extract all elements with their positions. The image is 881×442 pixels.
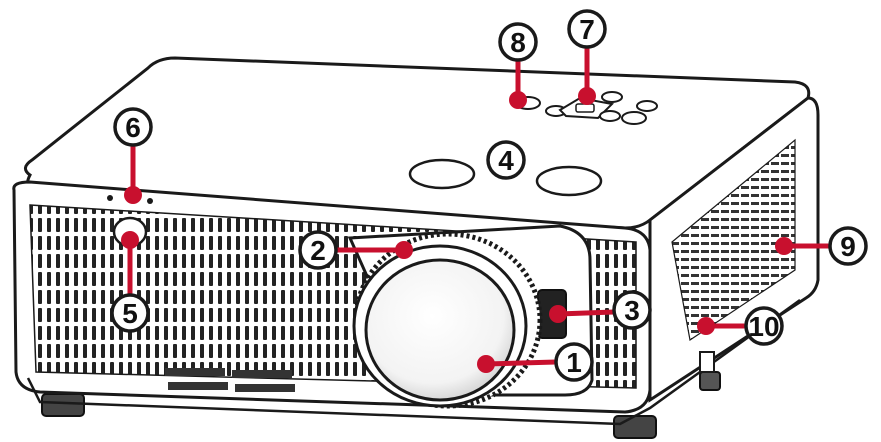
callout-number-10: 10	[748, 311, 779, 342]
lens-glass	[364, 258, 516, 402]
panel-button	[599, 110, 621, 122]
callout-leader-3	[555, 309, 617, 317]
callout-dot-2	[395, 241, 413, 259]
panel-button	[601, 91, 623, 103]
panel-button	[621, 111, 647, 125]
side-grille	[671, 138, 796, 342]
callout-dot-8	[509, 91, 527, 109]
control-panel	[515, 91, 658, 125]
callout-number-9: 9	[840, 231, 856, 262]
callout-3: 3	[549, 290, 652, 330]
callout-dot-7	[578, 87, 596, 105]
foot-right	[613, 415, 657, 439]
callout-circle-6	[113, 107, 153, 147]
panel-button	[636, 100, 658, 112]
top-speaker-right	[535, 165, 603, 197]
callout-5: 5	[110, 231, 150, 333]
side-connector	[699, 351, 715, 373]
foot-left	[41, 393, 85, 417]
foot-back-right	[699, 371, 721, 391]
callout-circle-3	[612, 290, 652, 330]
callout-circle-4	[486, 140, 526, 180]
callout-number-3: 3	[624, 295, 640, 326]
callout-circle-1	[554, 342, 594, 382]
callout-1: 1	[477, 342, 594, 382]
top-speaker-left	[408, 158, 476, 190]
callout-circle-5	[110, 293, 150, 333]
callout-dot-5	[121, 231, 139, 249]
callout-7: 7	[567, 9, 607, 105]
callout-number-2: 2	[310, 235, 326, 266]
callout-number-6: 6	[125, 112, 141, 143]
callout-2: 2	[298, 230, 413, 270]
callout-circle-10	[744, 306, 784, 346]
callout-10: 10	[697, 306, 784, 346]
callout-dot-3	[549, 305, 567, 323]
callout-circle-2	[298, 230, 338, 270]
callout-circle-7	[567, 9, 607, 49]
callout-circle-9	[828, 226, 868, 266]
callout-dot-1	[477, 355, 495, 373]
callout-9: 9	[775, 226, 868, 266]
bottom-vents	[165, 368, 295, 392]
callout-6: 6	[113, 107, 153, 204]
callouts: 1 2 3 4 5 6 7 8 9 10	[110, 9, 868, 382]
callout-number-4: 4	[498, 145, 514, 176]
callout-number-7: 7	[579, 14, 595, 45]
callout-8: 8	[498, 22, 538, 109]
callout-leader-1	[483, 359, 559, 367]
callout-number-8: 8	[510, 27, 526, 58]
callout-4: 4	[486, 140, 526, 180]
callout-dot-9	[775, 237, 793, 255]
callout-dot-6	[124, 186, 142, 204]
callout-circle-8	[498, 22, 538, 62]
callout-number-1: 1	[566, 347, 582, 378]
callout-dot-10	[697, 317, 715, 335]
callout-number-5: 5	[122, 298, 138, 329]
direction-pad-center	[575, 103, 595, 113]
